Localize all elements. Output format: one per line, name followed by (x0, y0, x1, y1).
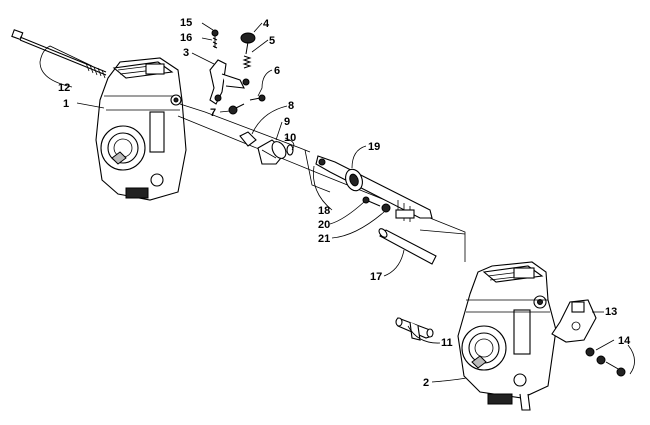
callout-18: 18 (318, 205, 330, 217)
sleeve-part-9 (257, 139, 287, 165)
callout-12: 12 (58, 82, 70, 94)
hardware-part-14 (585, 347, 626, 377)
long-bolt-part-12 (11, 29, 107, 79)
callout-10: 10 (284, 132, 296, 144)
callout-13: 13 (605, 306, 617, 318)
callout-19: 19 (368, 141, 380, 153)
callout-5: 5 (269, 35, 275, 47)
washer-part-21 (381, 203, 391, 213)
screw-part-20 (362, 196, 381, 207)
shaft-part-19 (315, 155, 433, 222)
callout-21: 21 (318, 233, 330, 245)
callout-labels: 1 2 3 4 5 6 7 8 9 10 11 12 13 14 15 16 1… (58, 17, 631, 389)
spacer-part-10 (286, 144, 294, 156)
leader-lines (39, 22, 635, 383)
screw-part-15-16 (211, 29, 219, 49)
nut-part-6 (242, 78, 266, 102)
callout-15: 15 (180, 17, 192, 29)
callout-16: 16 (180, 32, 192, 44)
screw-part-7 (228, 103, 245, 115)
callout-4: 4 (263, 18, 270, 30)
callout-14: 14 (618, 335, 631, 347)
callout-6: 6 (274, 65, 280, 77)
fitting-part-11 (395, 317, 434, 341)
callout-20: 20 (318, 219, 330, 231)
collar-part-8 (239, 131, 257, 147)
spring-part-5 (242, 55, 252, 69)
callout-9: 9 (284, 116, 290, 128)
callout-3: 3 (183, 47, 189, 59)
sensor-part-13 (551, 299, 597, 343)
carburetor-left-part-1 (95, 57, 187, 201)
callout-2: 2 (423, 377, 429, 389)
bracket-part-3 (209, 59, 245, 105)
tube-part-17 (378, 228, 437, 265)
callout-8: 8 (288, 100, 294, 112)
callout-7: 7 (210, 107, 216, 119)
carburetor-right-part-2 (457, 261, 557, 411)
callout-11: 11 (441, 337, 453, 349)
adjuster-knob-part-4 (240, 32, 256, 55)
callout-1: 1 (63, 98, 69, 110)
callout-17: 17 (370, 271, 382, 283)
